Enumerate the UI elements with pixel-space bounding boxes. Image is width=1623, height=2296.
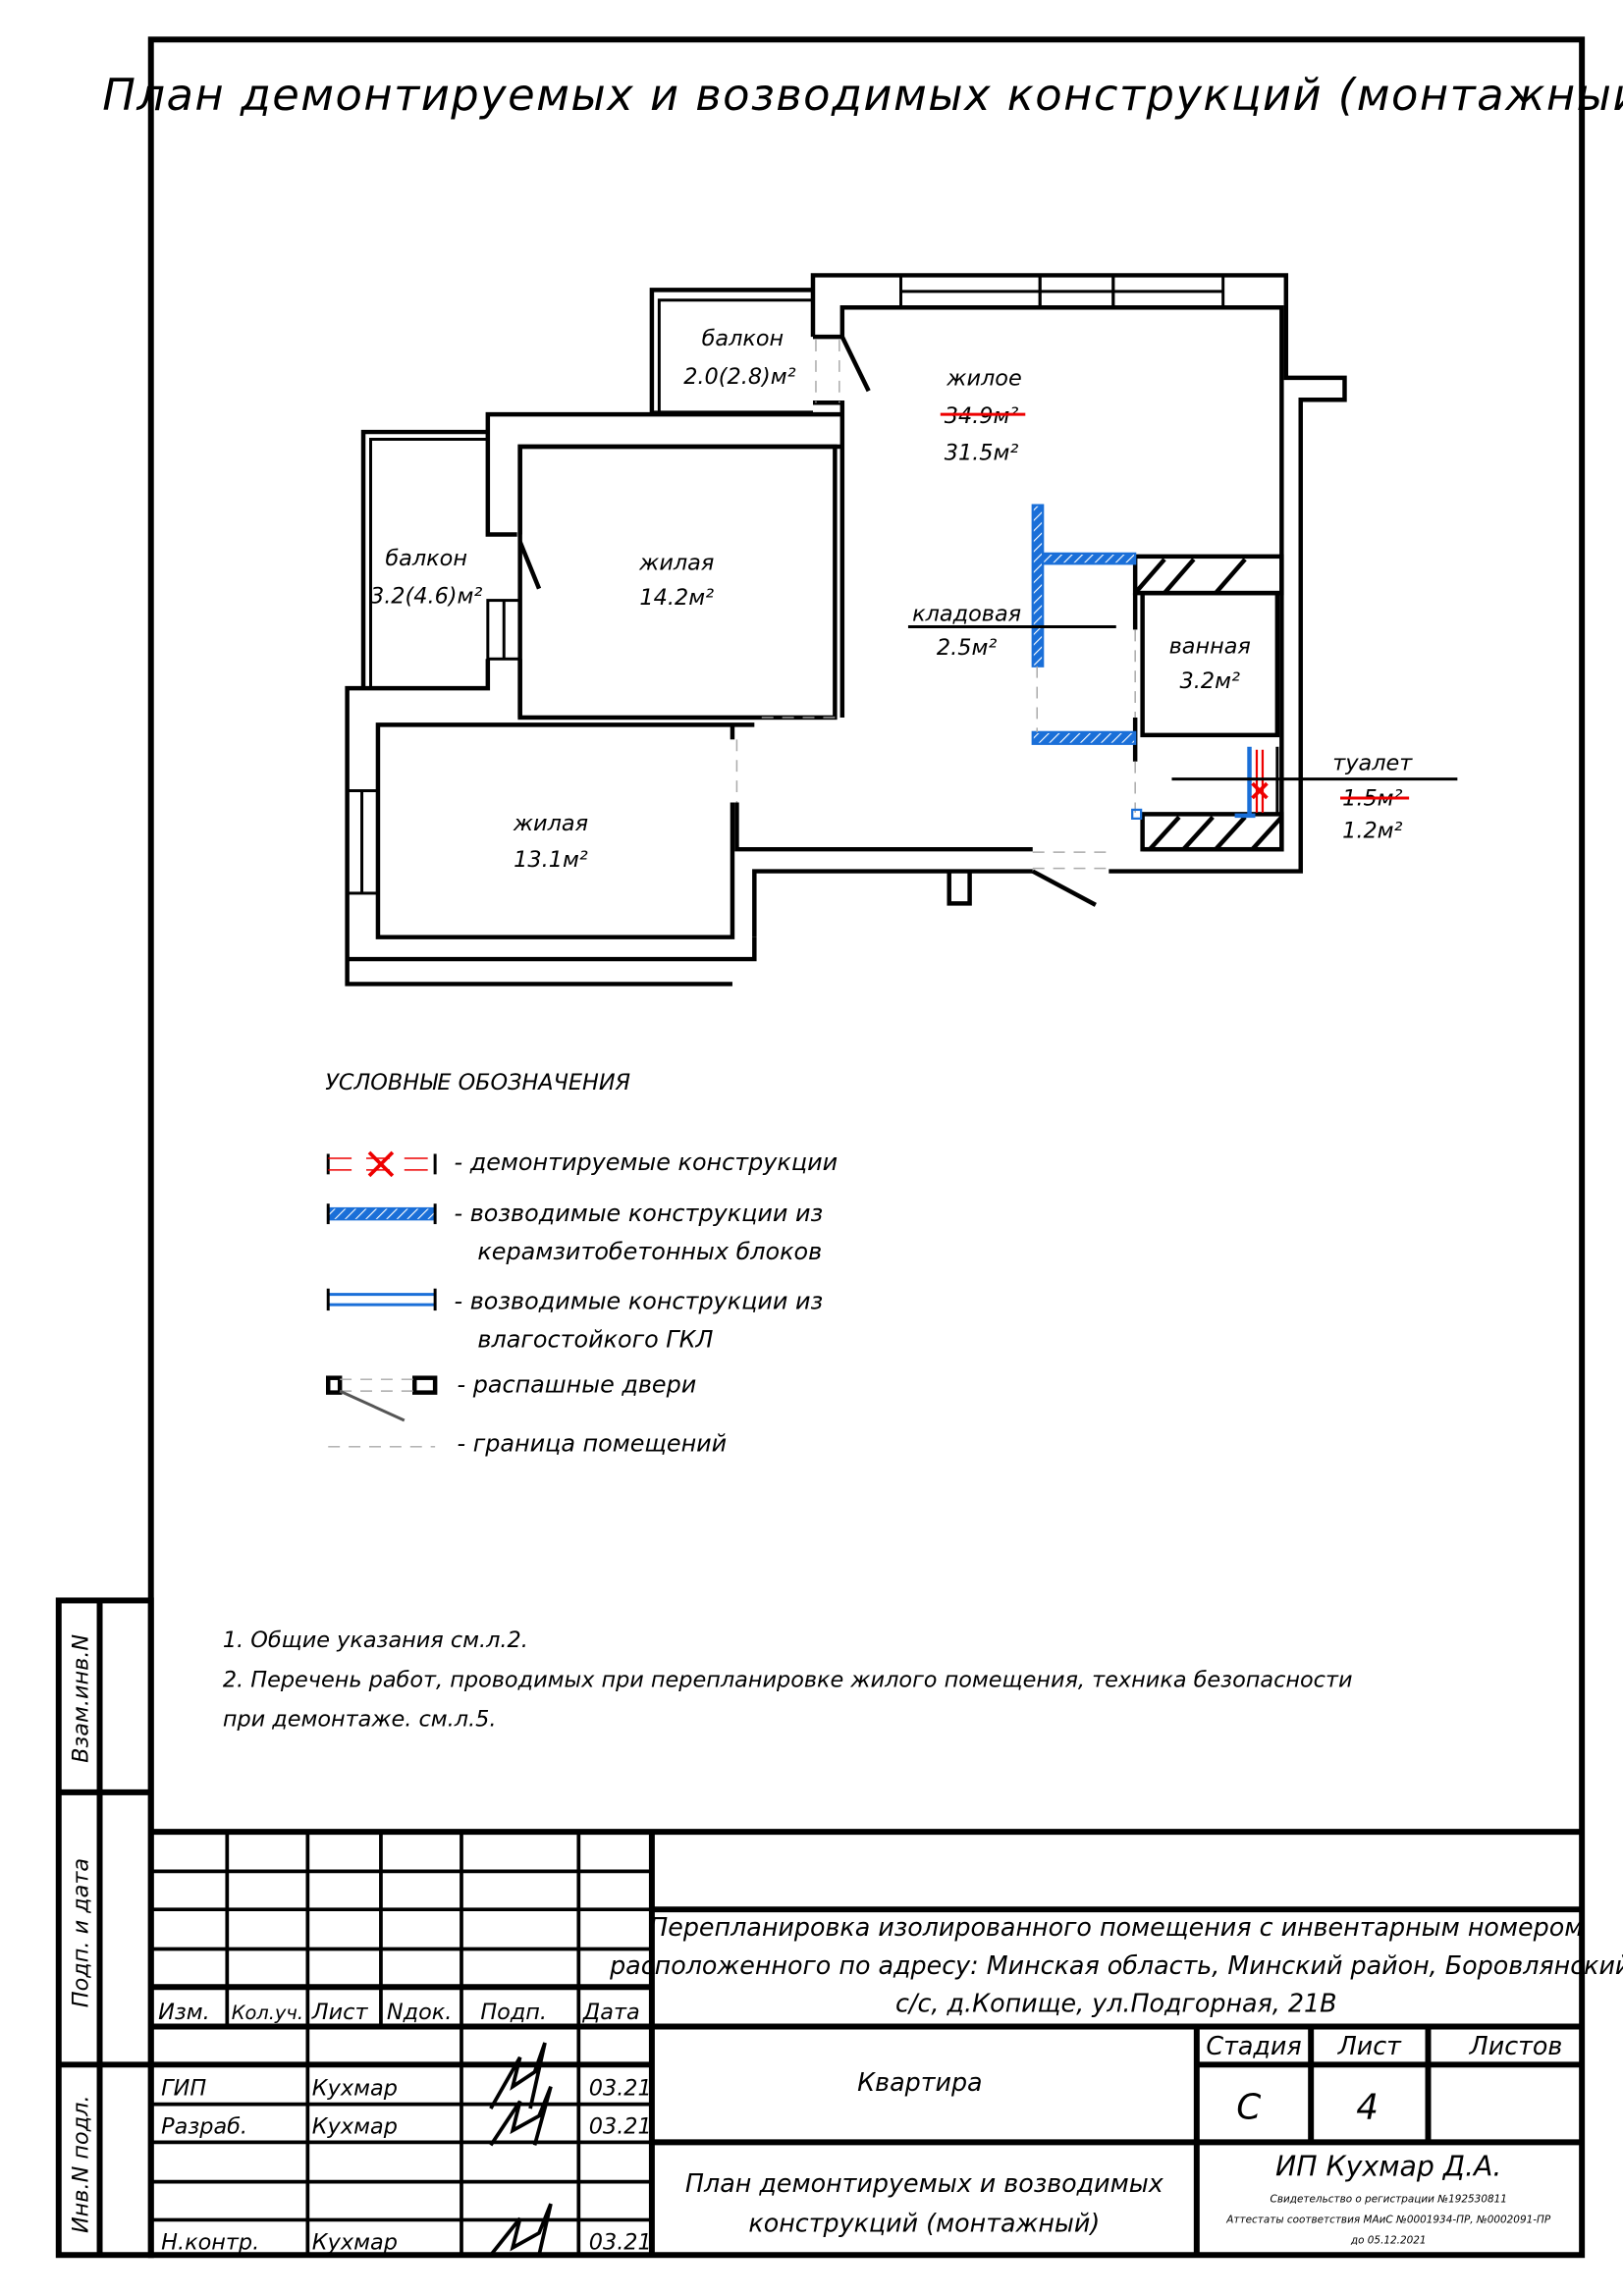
door-leaf	[839, 336, 871, 393]
legend-item-demolished: - демонтируемые конструкции	[455, 1148, 839, 1176]
tb-project-line1: Перепланировка изолированного помещения …	[649, 1912, 1583, 1942]
tb-date-nkontr: 03.21	[589, 2229, 652, 2255]
room-balcony1-area: 2.0(2.8)м²	[683, 364, 795, 390]
door-leaf	[517, 541, 542, 590]
tb-company-detail-3: до 05.12.2021	[1350, 2234, 1427, 2246]
legend-item-swing-door: - распашные двери	[458, 1371, 697, 1399]
tb-header-izm: Изм.	[158, 2000, 210, 2025]
tb-stage-label: Стадия	[1206, 2031, 1301, 2060]
tb-header-kolu: Кол.уч.	[232, 2002, 303, 2024]
legend-title: УСЛОВНЫЕ ОБОЗНАЧЕНИЯ	[325, 1070, 630, 1095]
room-bedroom2-name: жилая	[513, 811, 588, 836]
tb-header-list: Лист	[311, 2000, 369, 2025]
room-living-name: жилое	[946, 365, 1021, 391]
legend-item-block-wall: - возводимые конструкции из	[455, 1200, 824, 1227]
room-bedroom1-area: 14.2м²	[639, 585, 714, 611]
legend-item-gkl-wall: - возводимые конструкции из	[455, 1288, 824, 1315]
tb-header-ndok: Nдок.	[387, 2000, 452, 2025]
tb-project-line3: с/с, д.Копище, ул.Подгорная, 21В	[895, 1989, 1337, 2018]
tb-company-detail-2: Аттестаты соответствия МАиС №0001934-ПР,…	[1225, 2214, 1551, 2225]
title-block	[150, 1829, 1583, 2256]
tb-sheet-label: Лист	[1337, 2031, 1402, 2060]
tb-sheets-label: Листов	[1469, 2031, 1563, 2060]
window	[899, 273, 1225, 309]
room-living-area: 31.5м²	[945, 440, 1019, 465]
note-2: 2. Перечень работ, проводимых при перепл…	[223, 1667, 1353, 1692]
room-balcony2-name: балкон	[385, 546, 467, 571]
room-bathroom-name: ванная	[1169, 633, 1251, 659]
tb-project-line2: расположенного по адресу: Минская област…	[609, 1950, 1623, 1980]
note-3: при демонтаже. см.л.5.	[223, 1707, 497, 1733]
room-living-old-area: 34.9м²	[945, 403, 1019, 429]
note-1: 1. Общие указания см.л.2.	[223, 1628, 528, 1653]
signature	[489, 2203, 553, 2257]
legend-item-gkl-wall-2: влагостойкого ГКЛ	[477, 1325, 713, 1353]
new-block-wall	[1042, 552, 1137, 565]
legend-item-room-boundary: - граница помещений	[458, 1429, 728, 1457]
tb-company-detail-1: Свидетельство о регистрации №192530811	[1271, 2194, 1507, 2206]
tb-role-razrab: Разраб.	[161, 2113, 247, 2139]
side-label-vzam: Взам.инв.N	[69, 1634, 94, 1763]
new-block-wall	[1031, 730, 1137, 745]
tb-name-nkontr: Кухмар	[312, 2229, 398, 2255]
tb-name-razrab: Кухмар	[312, 2113, 398, 2139]
tb-object: Квартира	[857, 2067, 982, 2097]
gkl-wall-icon	[326, 1288, 437, 1311]
side-label-inv: Инв.N подл.	[69, 2095, 94, 2233]
signature	[489, 2042, 553, 2147]
tb-stage-value: С	[1236, 2088, 1263, 2128]
tb-role-gip: ГИП	[161, 2076, 206, 2102]
floor-plan	[345, 273, 1458, 987]
new-block-wall	[1031, 504, 1045, 667]
tb-drawing-name-1: План демонтируемых и возводимых	[685, 2168, 1164, 2198]
tb-name-gip: Кухмар	[312, 2076, 398, 2102]
tb-drawing-name-2: конструкций (монтажный)	[748, 2208, 1100, 2237]
tb-role-nkontr: Н.контр.	[161, 2229, 259, 2255]
room-bedroom2-area: 13.1м²	[514, 847, 588, 873]
room-bathroom-area: 3.2м²	[1180, 668, 1240, 694]
page-title: План демонтируемых и возводимых конструк…	[102, 69, 1623, 121]
tb-date-razrab: 03.21	[589, 2113, 652, 2139]
room-balcony1-name: балкон	[702, 326, 784, 351]
room-storage-area: 2.5м²	[937, 635, 997, 661]
room-bedroom1-name: жилая	[638, 550, 714, 575]
room-toilet-area: 1.2м²	[1342, 818, 1402, 843]
tb-header-data: Дата	[582, 2000, 640, 2025]
tb-header-podp: Подп.	[480, 2000, 547, 2025]
door-leaf	[1031, 869, 1097, 907]
room-toilet-name: туалет	[1332, 751, 1413, 776]
tb-sheet-value: 4	[1356, 2088, 1380, 2128]
tb-company: ИП Кухмар Д.А.	[1275, 2151, 1501, 2183]
sheet-frame	[55, 36, 1586, 2259]
demolished-icon	[326, 1150, 437, 1178]
tb-date-gip: 03.21	[589, 2076, 652, 2102]
legend-item-block-wall-2: керамзитобетонных блоков	[477, 1238, 822, 1265]
room-balcony2-area: 3.2(4.6)м²	[370, 584, 482, 610]
side-label-podp: Подп. и дата	[69, 1858, 94, 2007]
block-wall-icon	[326, 1203, 437, 1225]
room-storage-name: кладовая	[912, 601, 1021, 626]
swing-door-icon	[325, 1375, 438, 1422]
demolished-mark-icon	[1251, 781, 1269, 800]
